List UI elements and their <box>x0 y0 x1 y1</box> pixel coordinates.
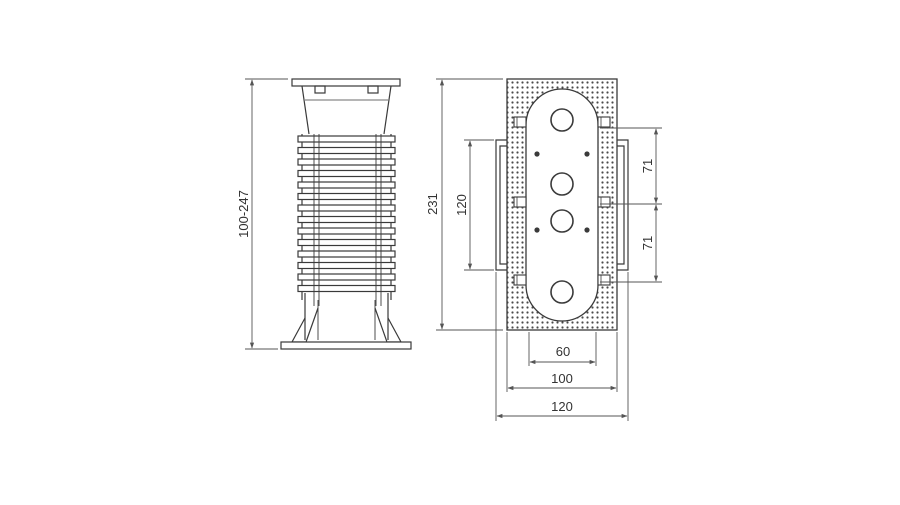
mounting-box-front-view <box>495 78 629 331</box>
thread-slat <box>297 261 396 270</box>
thread-slat <box>297 158 396 166</box>
pitch-upper-label: 71 <box>640 159 655 173</box>
pedestal-gusset-right-inner <box>374 307 388 343</box>
pedestal-top-plate <box>291 78 401 87</box>
pedestal-gusset-left-outer <box>290 317 306 343</box>
thread-slat <box>297 284 396 293</box>
screw-point-1 <box>534 151 540 157</box>
hole-pitch-dimensions <box>600 127 662 283</box>
width-dimensions <box>495 272 629 421</box>
thread-slat <box>297 135 396 143</box>
thread-slat <box>297 192 396 201</box>
pedestal-upper-column-right <box>383 85 392 135</box>
pedestal-base-plate <box>280 341 412 350</box>
thread-slat <box>297 204 396 212</box>
thread-slat <box>297 215 396 224</box>
hole-1 <box>550 108 574 132</box>
thread-slat <box>297 146 396 155</box>
hole-span-label: 120 <box>454 194 469 216</box>
pedestal-upper-column-left <box>301 85 310 135</box>
box-height-dimension <box>436 78 503 331</box>
side-tab <box>513 196 527 208</box>
hole-4 <box>550 280 574 304</box>
bracket-left-inner <box>499 145 507 265</box>
pedestal-height-dimension <box>245 78 288 350</box>
bracket-right-outer <box>617 139 629 271</box>
pedestal-height-label: 100-247 <box>236 190 251 238</box>
pitch-lower-label: 71 <box>640 236 655 250</box>
box-side-tabs <box>513 116 611 286</box>
thread-slat <box>297 238 396 247</box>
side-tab <box>513 274 527 286</box>
thread-slat <box>297 169 396 178</box>
width-middle-label: 100 <box>551 371 573 386</box>
hole-span-dimension <box>464 139 494 271</box>
bracket-left-outer <box>495 139 507 271</box>
thread-slat <box>297 273 396 281</box>
thread-slat <box>297 227 396 235</box>
screw-point-2 <box>584 151 590 157</box>
adjustable-pedestal-side-view <box>280 78 412 350</box>
pedestal-gusset-right-outer <box>387 317 403 343</box>
bracket-right-inner <box>617 145 625 265</box>
side-tab <box>597 196 611 208</box>
pedestal-gusset-left-inner <box>305 307 319 343</box>
pedestal-top-clip-right <box>367 85 379 94</box>
thread-slat <box>297 250 396 258</box>
side-tab <box>597 116 611 128</box>
width-inner-label: 60 <box>556 344 570 359</box>
box-height-label: 231 <box>425 193 440 215</box>
side-tab <box>597 274 611 286</box>
side-tab <box>513 116 527 128</box>
pedestal-threaded-section <box>297 134 396 300</box>
pedestal-top-clip-left <box>314 85 326 94</box>
screw-point-3 <box>534 227 540 233</box>
thread-slat <box>297 181 396 189</box>
screw-point-4 <box>584 227 590 233</box>
hole-2 <box>550 172 574 196</box>
hole-3 <box>550 209 574 233</box>
width-outer-label: 120 <box>551 399 573 414</box>
